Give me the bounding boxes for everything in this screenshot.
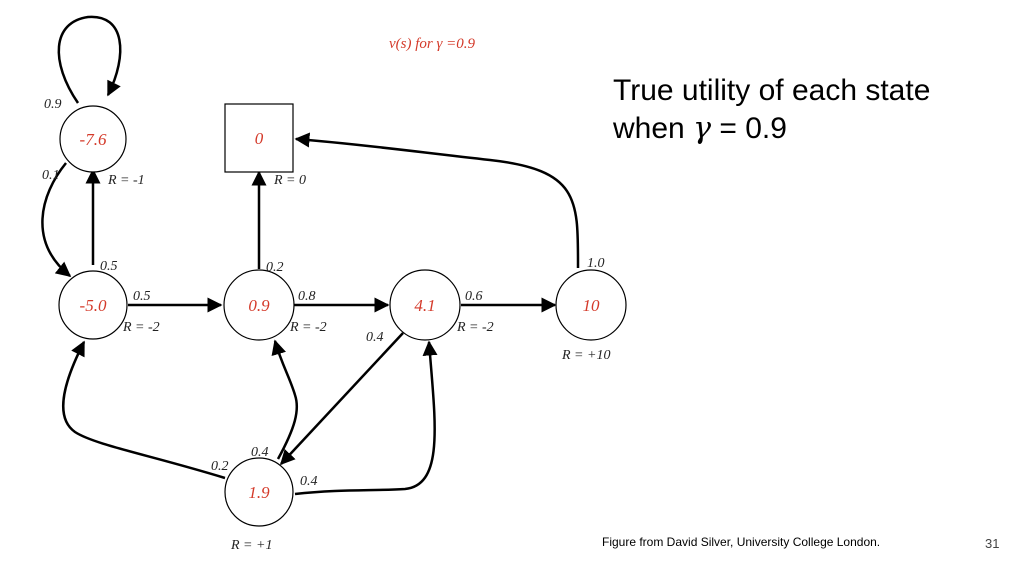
reward-label-terminal: R = 0: [273, 173, 306, 188]
heading-line2-suffix: = 0.9: [711, 112, 787, 145]
reward-label-s6: R = +1: [230, 538, 272, 553]
state-node-s4: [389, 269, 461, 341]
edge-label-s3-terminal: 0.2: [266, 260, 284, 275]
edge-label-s3-s4: 0.8: [298, 289, 316, 304]
gamma-symbol: γ: [693, 111, 711, 146]
edge-label-s5-terminal: 1.0: [587, 256, 605, 271]
edge-s1-to-s2: [41, 162, 72, 277]
reward-label-s1: R = -1: [107, 173, 145, 188]
edge-label-s4-s6: 0.4: [366, 330, 384, 345]
terminal-state-box: [224, 103, 294, 173]
heading-line2-prefix: when: [613, 112, 694, 145]
reward-label-s4: R = -2: [456, 320, 494, 335]
edge-label-s2-s1: 0.5: [100, 259, 118, 274]
page-number: 31: [985, 536, 1000, 551]
state-value-s2: -5.0: [80, 296, 107, 315]
state-node-s3: [223, 269, 295, 341]
edge-label-s2-s3: 0.5: [133, 289, 151, 304]
edge-s1-self: [57, 15, 122, 104]
reward-label-s2: R = -2: [122, 320, 160, 335]
state-value-terminal: 0: [255, 129, 264, 148]
state-node-s1: [59, 105, 127, 173]
reward-label-s3: R = -2: [289, 320, 327, 335]
edge-s6-to-s2: [62, 340, 226, 480]
reward-label-s5: R = +10: [561, 348, 610, 363]
edge-s5-to-terminal: [294, 132, 580, 269]
edge-s6-to-s4: [294, 340, 438, 496]
state-value-s6: 1.9: [248, 483, 270, 502]
edge-label-s6-s3: 0.4: [251, 445, 269, 460]
edge-s4-to-s6: [279, 332, 404, 466]
slide-heading: True utility of each state when γ = 0.9: [613, 72, 930, 148]
edge-label-s1-self: 0.9: [44, 97, 62, 112]
slide-heading-line1: True utility of each state: [613, 74, 931, 107]
state-value-s5: 10: [583, 296, 601, 315]
edge-s6-to-s3: [271, 339, 299, 460]
edge-label-s1-s2: 0.1: [42, 168, 60, 183]
slide-heading-line2: when γ = 0.9: [613, 110, 930, 148]
edge-label-s6-s4: 0.4: [300, 474, 318, 489]
state-node-s5: [555, 269, 627, 341]
state-node-s6: [224, 457, 294, 527]
state-value-s4: 4.1: [414, 296, 435, 315]
edge-label-s4-s5: 0.6: [465, 289, 483, 304]
edge-label-s6-s2: 0.2: [211, 459, 229, 474]
figure-caption: Figure from David Silver, University Col…: [602, 535, 881, 549]
state-value-s3: 0.9: [248, 296, 270, 315]
diagram-title: v(s) for γ =0.9: [389, 36, 476, 52]
state-value-s1: -7.6: [80, 130, 107, 149]
state-node-s2: [58, 270, 128, 340]
